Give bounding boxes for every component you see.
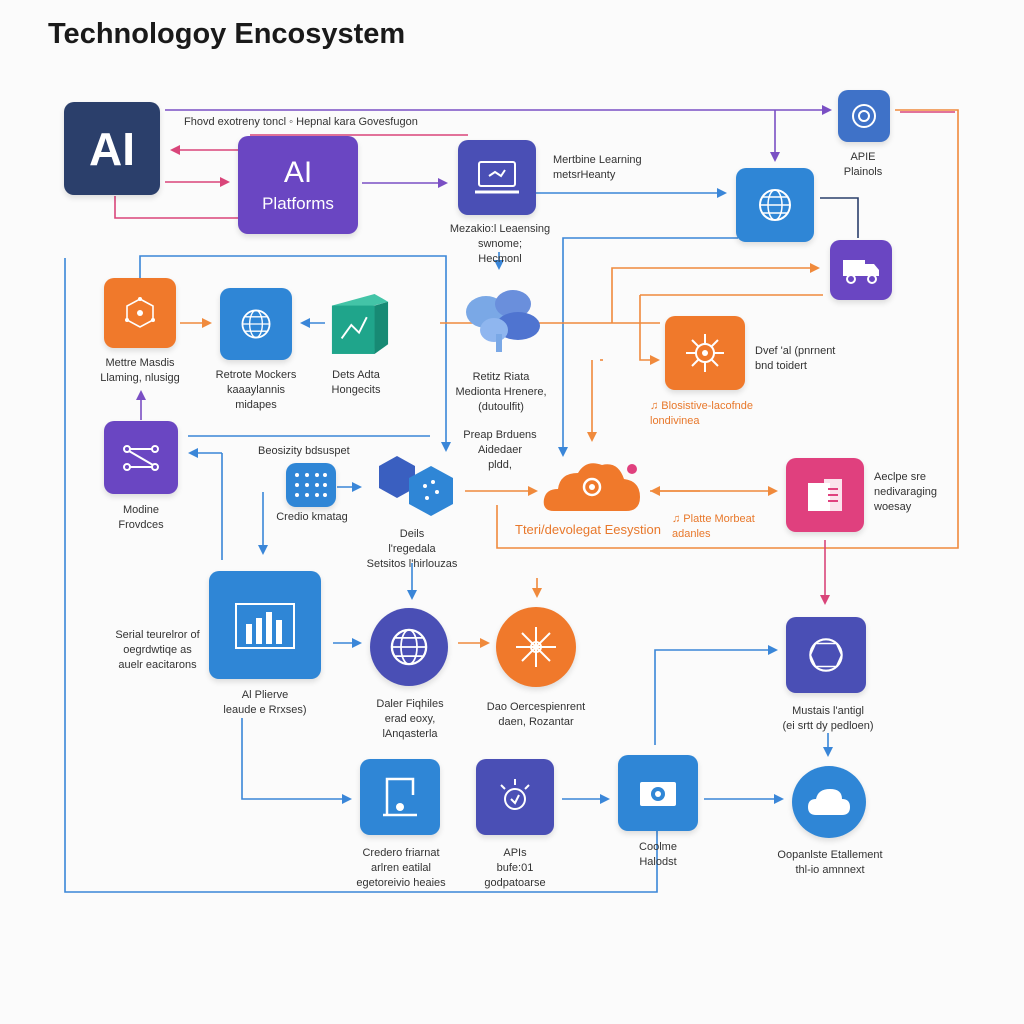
bar-chart-icon (235, 603, 295, 649)
orange-hub-node[interactable] (665, 316, 745, 390)
serial-label: Serial teurelror of oegrdwtiqe as auelr … (115, 629, 200, 671)
central-cloud-node[interactable] (540, 455, 644, 515)
globe-icon (241, 309, 271, 339)
globe-icon (809, 638, 843, 672)
ai-tile-label: AI (89, 122, 135, 175)
cloud-gear-icon (543, 463, 640, 511)
node-graph-icon (123, 444, 159, 471)
connector (611, 263, 820, 323)
globe-icon (390, 628, 428, 666)
camera-icon (640, 782, 676, 806)
top-line-label: Fhovd exotreny toncl ◦ Hepnal kara Goves… (184, 116, 418, 128)
door-icon (383, 777, 417, 817)
truck-node[interactable] (830, 240, 892, 300)
brain-icon (466, 290, 540, 352)
dvef-label: Dvef 'al (pnrnent bnd toidert (755, 345, 836, 372)
network-icon (125, 297, 155, 328)
coolme-label: Coolme Halodst (639, 841, 677, 868)
chart-tile-node[interactable] (209, 571, 321, 679)
globe-right-node[interactable] (786, 617, 866, 693)
ecosystem-panel-node[interactable] (286, 463, 336, 507)
module-node[interactable] (104, 421, 178, 494)
platte-label: ♫ Platte Morbeat adanles (672, 513, 755, 540)
ai-platforms-bottom: Platforms (262, 194, 334, 213)
mustais-label: Mustais l'antigl (ei srtt dy pedloen) (782, 705, 874, 732)
laptop-icon (475, 160, 519, 193)
globe-mid-node[interactable] (370, 608, 448, 686)
camera-tile-node[interactable] (618, 755, 698, 831)
cube-icon (331, 293, 389, 354)
connector (64, 258, 658, 893)
module-label: Modine Frovdces (118, 504, 164, 531)
ai-platforms-top: AI (283, 156, 313, 189)
apis-tile-node[interactable] (476, 759, 554, 835)
acep-label: Aeclpe sre nedivaraging woesay (874, 471, 937, 513)
target-icon (852, 104, 876, 128)
hub-icon (686, 334, 724, 372)
ml-learning-label: Mertbine Learning metsrHeanty (553, 154, 642, 181)
final-cloud-node[interactable] (792, 766, 866, 838)
ai-pherve-label: Al Plierve leaude e Rrxses) (223, 689, 307, 716)
metre-masdis-label: Mettre Masdis Llaming, nlusigg (100, 357, 180, 384)
ecosizity-label: Beosizity bdsuspet (258, 445, 350, 457)
connector (654, 645, 778, 745)
apie-node[interactable] (838, 90, 890, 142)
orange-circle-node[interactable] (496, 607, 576, 687)
dot-grid-icon (295, 473, 327, 497)
page-title: Technologoy Encosystem (48, 18, 406, 50)
dao-label: Dao Oercespienrent daen, Rozantar (486, 701, 586, 728)
data-label: Dets Adta Hongecits (331, 369, 381, 396)
hex-pair-node[interactable] (375, 452, 461, 522)
ai-tile[interactable]: AI (64, 102, 160, 195)
connector (241, 718, 352, 804)
teridevolegat-label: Tteri/devolegat Eesystion (515, 522, 661, 537)
connector (496, 109, 959, 549)
apie-label: APIE Plainols (843, 151, 883, 178)
mezakio-label: Mezakio:l Leaensing swnome; Hecmonl (449, 223, 551, 265)
ml-monitor-node[interactable] (458, 140, 536, 215)
hexagon-icon (379, 456, 453, 516)
pink-tile-node[interactable] (786, 458, 864, 532)
cloud-icon (808, 789, 850, 815)
atom-icon (500, 779, 530, 810)
connector (639, 295, 660, 365)
brain-node[interactable] (458, 282, 544, 354)
remote-globe-node[interactable] (220, 288, 292, 360)
connector (558, 237, 738, 457)
apis-label: APIs bufe:01 godpatoarse (484, 847, 546, 889)
snowflake-icon (516, 627, 556, 667)
oopanlste-label: Oopanlste Etallement thl-io amnnext (777, 849, 883, 876)
connector (820, 197, 859, 238)
metre-masdis-node[interactable] (104, 278, 176, 348)
globe-top-node[interactable] (736, 168, 814, 242)
document-icon (808, 479, 842, 511)
ai-platforms-node[interactable]: AI Platforms (238, 136, 358, 234)
door-tile-node[interactable] (360, 759, 440, 835)
preap-label: Preap Brduens Aidedaer pldd, (463, 429, 537, 471)
connector (139, 255, 451, 452)
truck-icon (843, 260, 879, 284)
retiz-label: Retitz Riata Medionta Hrenere, (dutoulfi… (455, 371, 547, 413)
connector (114, 196, 238, 219)
globe-icon (759, 189, 791, 221)
daler-label: Daler Fiqhiles erad eoxy, lAnqasterla (376, 698, 444, 740)
diosistive-label: ♫ Blosistive-lacofnde londivinea (650, 400, 754, 427)
credero-label: Credero friarnat arlren eatilal egetorei… (356, 847, 446, 889)
deils-label: Deils l'regedala Setsitos l'hirlouzas (366, 528, 458, 570)
data-cube-node[interactable] (330, 290, 390, 356)
credo-label: Credio kmatag (276, 511, 348, 523)
remote-label: Retrote Mockers kaaaylannis midapes (215, 369, 297, 411)
